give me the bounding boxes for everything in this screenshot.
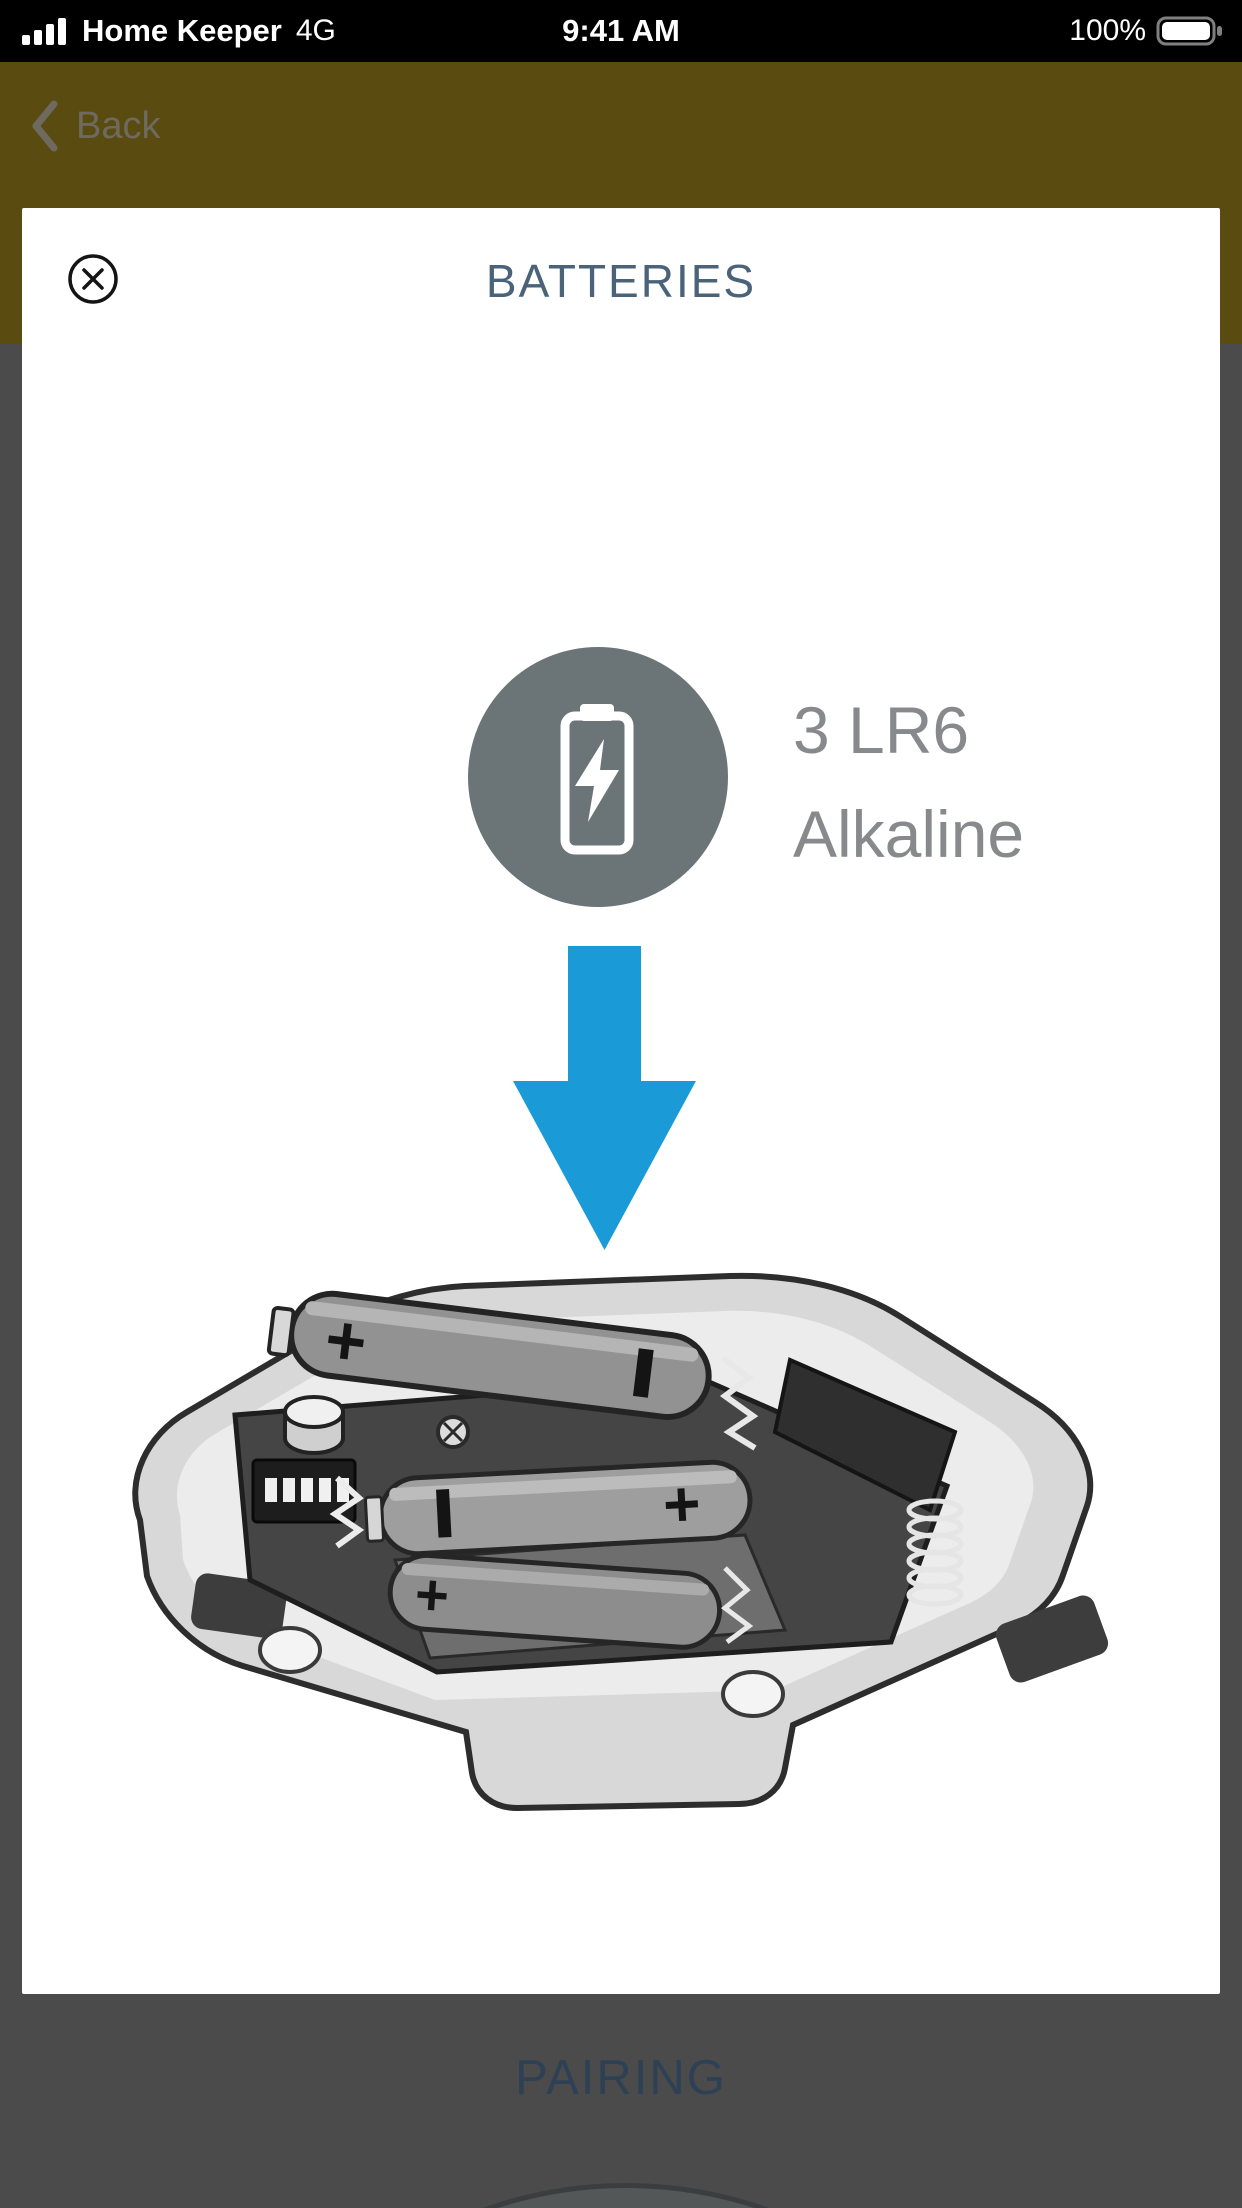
- status-bar-right: 100%: [1069, 0, 1224, 62]
- clock-label: 9:41 AM: [562, 13, 680, 48]
- batteries-modal: BATTERIES 3 LR6 Alkaline: [22, 208, 1220, 1994]
- close-button[interactable]: [67, 253, 119, 305]
- svg-text:+: +: [661, 1467, 702, 1541]
- chevron-left-icon: [32, 100, 58, 152]
- back-button[interactable]: Back: [30, 100, 160, 152]
- programming-button: [283, 1395, 345, 1455]
- screw: [436, 1415, 470, 1449]
- battery-spec-text: 3 LR6 Alkaline: [793, 678, 1024, 886]
- svg-text:+: +: [321, 1299, 371, 1381]
- dip-switch: [251, 1458, 357, 1524]
- battery-cell-bottom: +: [387, 1552, 723, 1650]
- status-bar: Home Keeper 4G 9:41 AM 100%: [0, 0, 1242, 62]
- battery-level-icon: [1156, 16, 1222, 46]
- battery-cell-middle: +: [363, 1459, 753, 1557]
- signal-strength-icon: [22, 18, 66, 45]
- battery-spring: [329, 1475, 365, 1549]
- battery-spring: [719, 1355, 759, 1451]
- network-type-label: 4G: [295, 14, 336, 47]
- close-icon: [68, 254, 118, 304]
- carrier-label: Home Keeper: [82, 13, 282, 48]
- battery-spec-line1: 3 LR6: [793, 693, 970, 767]
- coil-spring: [906, 1498, 964, 1607]
- battery-spring: [720, 1566, 754, 1645]
- battery-spec-line2: Alkaline: [793, 797, 1025, 871]
- svg-text:+: +: [413, 1562, 451, 1629]
- arrow-down-icon: [513, 946, 696, 1250]
- battery-percent-label: 100%: [1069, 14, 1146, 47]
- battery-icon: [467, 646, 729, 908]
- battery-compartment-illustration: + + +: [85, 1180, 1155, 1840]
- pairing-section-title: PAIRING: [515, 2051, 727, 2105]
- battery-cell-top: +: [266, 1290, 712, 1420]
- status-bar-left: Home Keeper 4G: [22, 0, 336, 62]
- modal-title: BATTERIES: [485, 255, 757, 307]
- back-button-label: Back: [76, 104, 161, 147]
